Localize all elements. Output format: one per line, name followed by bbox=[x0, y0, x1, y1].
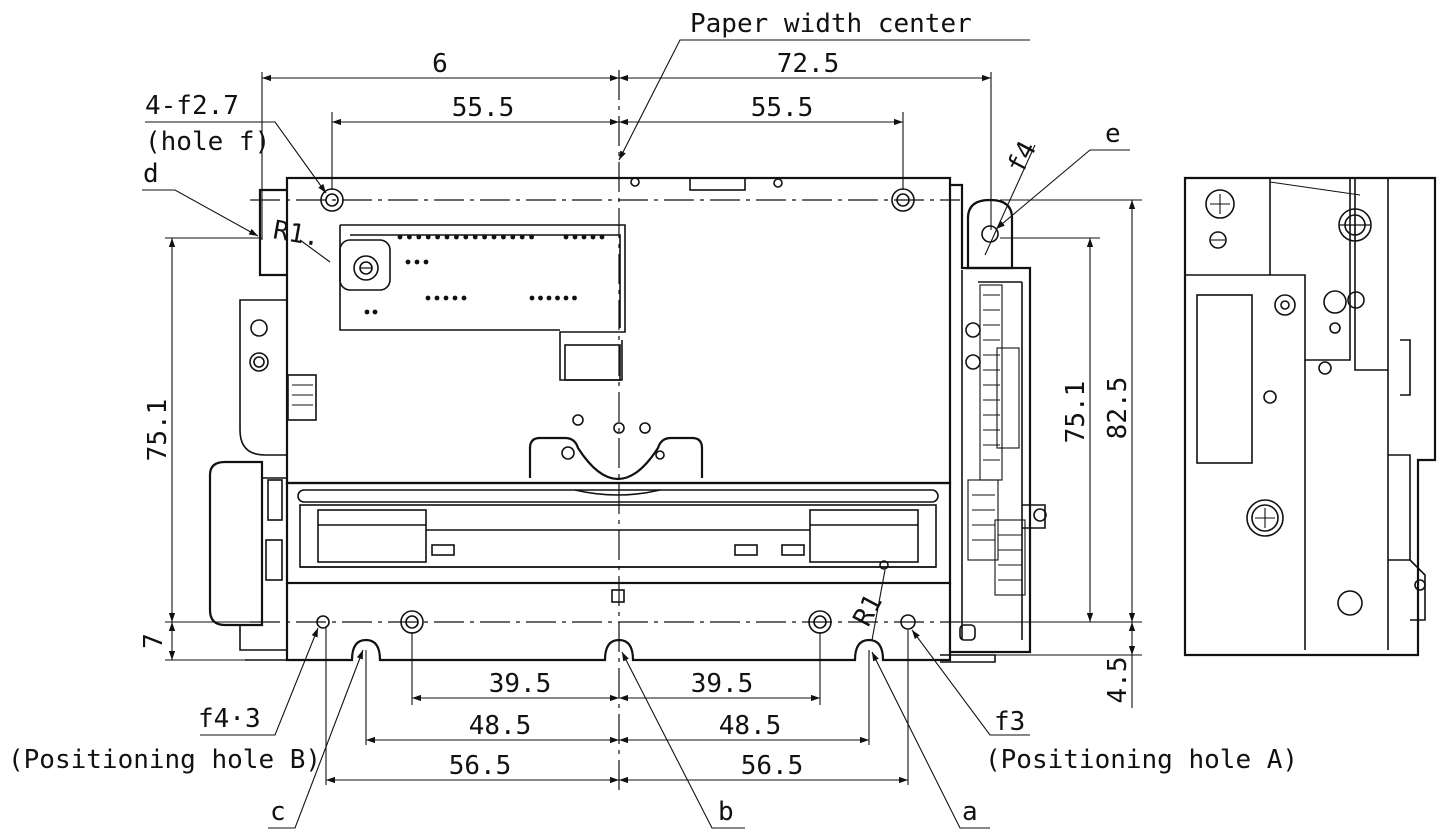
a-label: a bbox=[962, 797, 978, 827]
dim-bottom-48-left: 48.5 bbox=[469, 711, 532, 741]
pcb-pad bbox=[546, 295, 552, 301]
front-view bbox=[208, 70, 1047, 790]
pcb-pad bbox=[444, 234, 450, 240]
leader-lines bbox=[142, 39, 1130, 829]
hole-f-size-label: 4-f2.7 bbox=[145, 91, 239, 121]
side-view bbox=[1183, 176, 1437, 657]
pcb-pad bbox=[482, 234, 487, 240]
pcb-pad bbox=[461, 295, 467, 301]
f43-label: f4·3 bbox=[198, 704, 261, 734]
pcb-pad bbox=[563, 295, 569, 301]
dim-bottom-48-right: 48.5 bbox=[719, 711, 782, 741]
pcb-pad bbox=[425, 234, 431, 240]
pcb-pad bbox=[452, 295, 458, 301]
pcb-pad bbox=[563, 234, 569, 240]
pcb-pad bbox=[529, 234, 534, 240]
dim-bottom-56-left: 56.5 bbox=[449, 751, 512, 781]
labels: Paper width center 6 72.5 55.5 55.5 4-f2… bbox=[8, 9, 1298, 827]
dim-offset-bottom-right: 4.5 bbox=[1103, 657, 1133, 704]
e-label: e bbox=[1105, 119, 1121, 149]
pcb-pad bbox=[425, 295, 431, 301]
f4-label: f4 bbox=[1002, 137, 1043, 179]
pcb-pad bbox=[414, 259, 420, 265]
pcb-pad bbox=[416, 234, 422, 240]
pcb-pad bbox=[538, 295, 543, 301]
pcb-pad bbox=[434, 295, 440, 301]
r-top-label: R1. bbox=[271, 215, 322, 253]
f3-label: f3 bbox=[994, 707, 1025, 737]
pcb-pad bbox=[423, 259, 429, 265]
hole-b-label: (Positioning hole B) bbox=[8, 745, 321, 775]
pcb-pad bbox=[599, 234, 605, 240]
dim-hole-span-left: 55.5 bbox=[452, 93, 515, 123]
r-bottom-label: R1 bbox=[848, 590, 889, 632]
dim-bottom-56-right: 56.5 bbox=[741, 751, 804, 781]
dim-hole-span-right: 55.5 bbox=[751, 93, 814, 123]
dim-height-total: 82.5 bbox=[1103, 377, 1133, 440]
b-label: b bbox=[718, 797, 734, 827]
pcb-pad bbox=[472, 234, 478, 240]
dim-top-left: 6 bbox=[432, 49, 448, 79]
dimension-lines bbox=[165, 72, 1142, 785]
dim-offset-bottom-left: 7 bbox=[139, 633, 169, 649]
pcb-pad bbox=[364, 309, 370, 315]
dim-top-right: 72.5 bbox=[777, 49, 840, 79]
pcb-pad bbox=[407, 234, 412, 240]
pcb-pad bbox=[572, 295, 577, 301]
pcb-pad bbox=[454, 234, 459, 240]
dim-bottom-39-right: 39.5 bbox=[691, 669, 754, 699]
pcb-pad bbox=[581, 234, 587, 240]
pcb-pad bbox=[443, 295, 449, 301]
hole-f-name-label: (hole f) bbox=[145, 127, 270, 157]
dim-height-left: 75.1 bbox=[143, 399, 173, 462]
pcb-pad bbox=[405, 259, 411, 265]
d-label: d bbox=[143, 159, 159, 189]
dim-bottom-39-left: 39.5 bbox=[489, 669, 552, 699]
c-label: c bbox=[270, 797, 286, 827]
pcb-pad bbox=[572, 234, 578, 240]
paper-width-center-label: Paper width center bbox=[690, 9, 972, 39]
pcb-pad bbox=[397, 234, 403, 240]
pcb-pad bbox=[529, 295, 535, 301]
pcb-pad bbox=[510, 234, 516, 240]
pcb-pad bbox=[555, 295, 560, 301]
pcb-pad bbox=[590, 234, 596, 240]
pcb-pad bbox=[519, 234, 525, 240]
pcb-pad bbox=[491, 234, 497, 240]
hole-a-label: (Positioning hole A) bbox=[985, 745, 1298, 775]
dim-height-right: 75.1 bbox=[1061, 381, 1091, 444]
pcb-pad bbox=[372, 309, 378, 315]
pcb-pad bbox=[463, 234, 469, 240]
pcb-pad bbox=[435, 234, 440, 240]
pcb-pad bbox=[501, 234, 506, 240]
